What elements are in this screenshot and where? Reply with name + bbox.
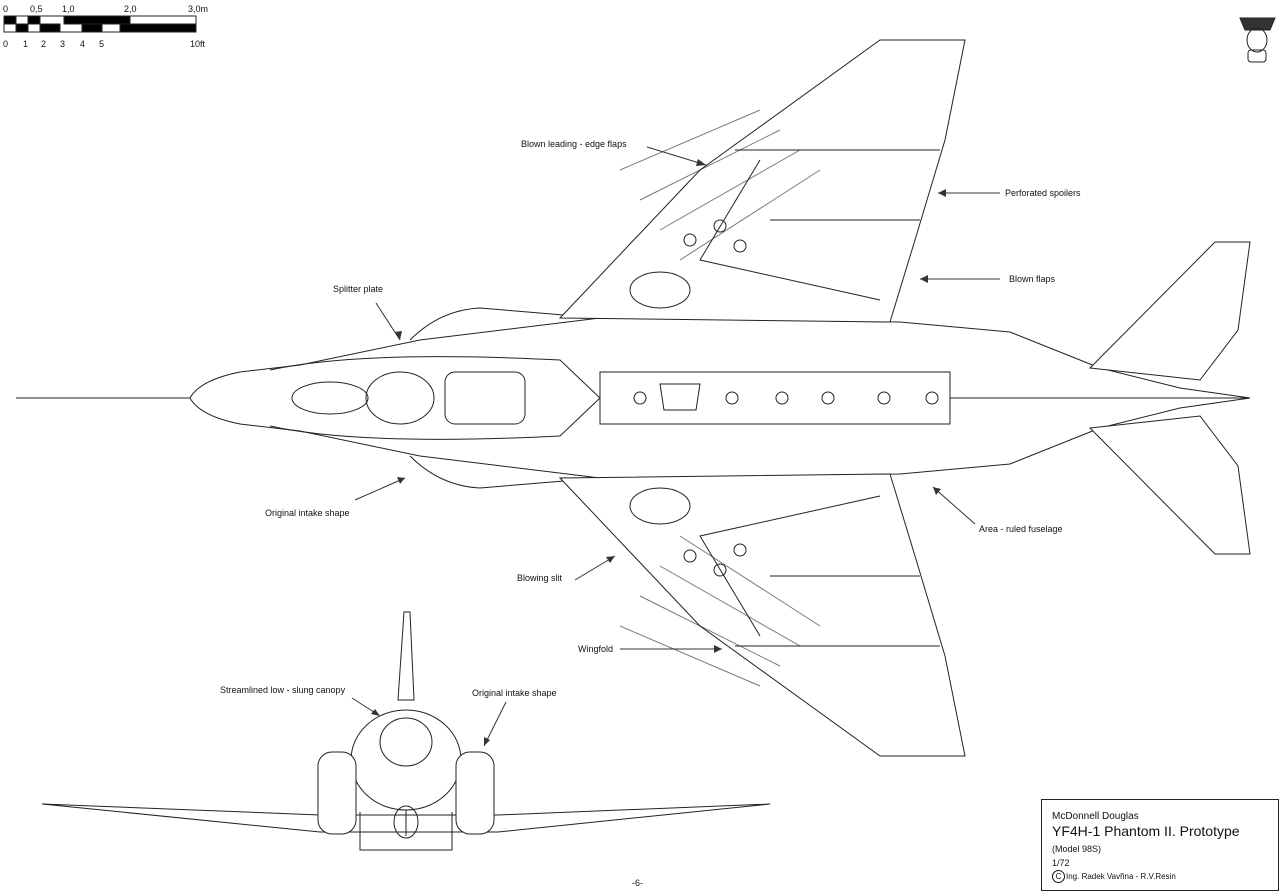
callout-wingfold: Wingfold [578, 644, 614, 654]
top-view [16, 39, 1251, 757]
page-number: -6- [632, 878, 643, 888]
scale-metric-20: 2,0 [124, 4, 137, 14]
scale-ft-1: 1 [23, 39, 29, 49]
scale-ft-2: 2 [41, 39, 47, 49]
model-text: (Model 98S) [1052, 844, 1102, 854]
scale-ft-10: 10ft [190, 39, 206, 49]
callout-original-intake-shape-front: Original intake shape [472, 688, 557, 698]
scale-ft-0: 0 [3, 39, 9, 49]
callout-splitter-plate: Splitter plate [333, 284, 384, 294]
callout-blown-leading-edge-flaps: Blown leading - edge flaps [521, 139, 627, 149]
callout-perforated-spoilers: Perforated spoilers [1005, 188, 1081, 198]
callout-blowing-slit: Blowing slit [517, 573, 563, 583]
callout-original-intake-shape-top: Original intake shape [265, 508, 350, 518]
front-view [41, 611, 771, 851]
authors-text: Ing. Radek Vavřina - R.V.Resin [1066, 872, 1176, 881]
resin-logo-icon [1239, 17, 1276, 63]
scale-ft-3: 3 [60, 39, 66, 49]
scale-metric-30: 3,0m [188, 4, 209, 14]
scale-ft-4: 4 [80, 39, 86, 49]
scale-text: 1/72 [1052, 858, 1070, 868]
scale-ft-5: 5 [99, 39, 105, 49]
manufacturer-text: McDonnell Douglas [1052, 811, 1139, 822]
aircraft-title: YF4H-1 Phantom II. Prototype [1052, 823, 1240, 839]
title-block: McDonnell Douglas YF4H-1 Phantom II. Pro… [1041, 799, 1279, 891]
callout-area-ruled-fuselage: Area - ruled fuselage [979, 524, 1063, 534]
callout-blown-flaps: Blown flaps [1009, 274, 1056, 284]
copyright-icon: C [1052, 870, 1065, 883]
scale-metric-0: 0 [3, 4, 9, 14]
scale-metric-10: 1,0 [62, 4, 75, 14]
callout-streamlined-canopy: Streamlined low - slung canopy [220, 685, 346, 695]
scale-metric-05: 0,5 [30, 4, 43, 14]
scale-bar [3, 15, 197, 33]
